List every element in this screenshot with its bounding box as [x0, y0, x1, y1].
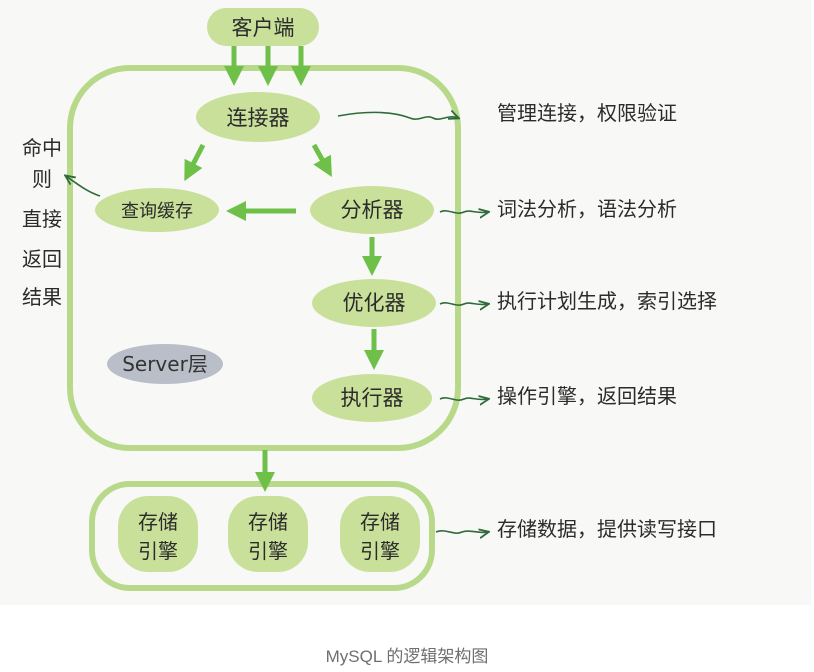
executor-label: 执行器	[341, 386, 404, 410]
storage-engine-2: 存储 引擎	[228, 496, 308, 572]
client-node: 客户端	[207, 8, 319, 46]
analyzer-label: 分析器	[341, 198, 404, 222]
cache-note-arrow	[66, 176, 101, 197]
storage-engine-label: 存储	[248, 510, 288, 534]
cache-note-line: 直接	[22, 207, 62, 231]
optimizer-node: 优化器	[312, 279, 436, 327]
client-arrows	[224, 46, 311, 86]
storage-engine-1: 存储 引擎	[118, 496, 198, 572]
optimizer-label: 优化器	[343, 291, 406, 315]
storage-engine-label: 存储	[138, 510, 178, 534]
connector-note: 管理连接，权限验证	[497, 101, 677, 125]
cache-note-line: 命中	[22, 136, 62, 160]
note-arrows	[337, 112, 488, 533]
figure-caption: MySQL 的逻辑架构图	[325, 647, 489, 666]
cache-note-line: 则	[32, 167, 52, 191]
storage-engine-label: 引擎	[360, 539, 400, 563]
query-cache-label: 查询缓存	[121, 201, 193, 222]
optimizer-note: 执行计划生成，索引选择	[497, 289, 717, 313]
server-layer-label: Server层	[107, 344, 223, 384]
executor-note: 操作引擎，返回结果	[497, 384, 677, 408]
storage-note: 存储数据，提供读写接口	[497, 517, 717, 541]
cache-note-line: 返回	[22, 247, 62, 271]
server-layer-label-text: Server层	[122, 352, 208, 376]
executor-node: 执行器	[312, 374, 432, 422]
query-cache-node: 查询缓存	[95, 188, 219, 232]
client-label: 客户端	[232, 16, 295, 40]
flow-arrows	[184, 143, 384, 492]
connector-node: 连接器	[196, 92, 320, 142]
architecture-diagram: 客户端 连接器 查询缓存 分析器 优化器	[22, 8, 717, 591]
storage-engine-3: 存储 引擎	[340, 496, 420, 572]
storage-engine-label: 引擎	[248, 539, 288, 563]
cache-hit-note: 命中 则 直接 返回 结果	[22, 136, 62, 309]
storage-engine-label: 引擎	[138, 539, 178, 563]
analyzer-node: 分析器	[310, 186, 434, 234]
storage-engine-label: 存储	[360, 510, 400, 534]
analyzer-note: 词法分析，语法分析	[497, 197, 677, 221]
cache-note-line: 结果	[22, 285, 62, 309]
connector-label: 连接器	[227, 106, 290, 130]
